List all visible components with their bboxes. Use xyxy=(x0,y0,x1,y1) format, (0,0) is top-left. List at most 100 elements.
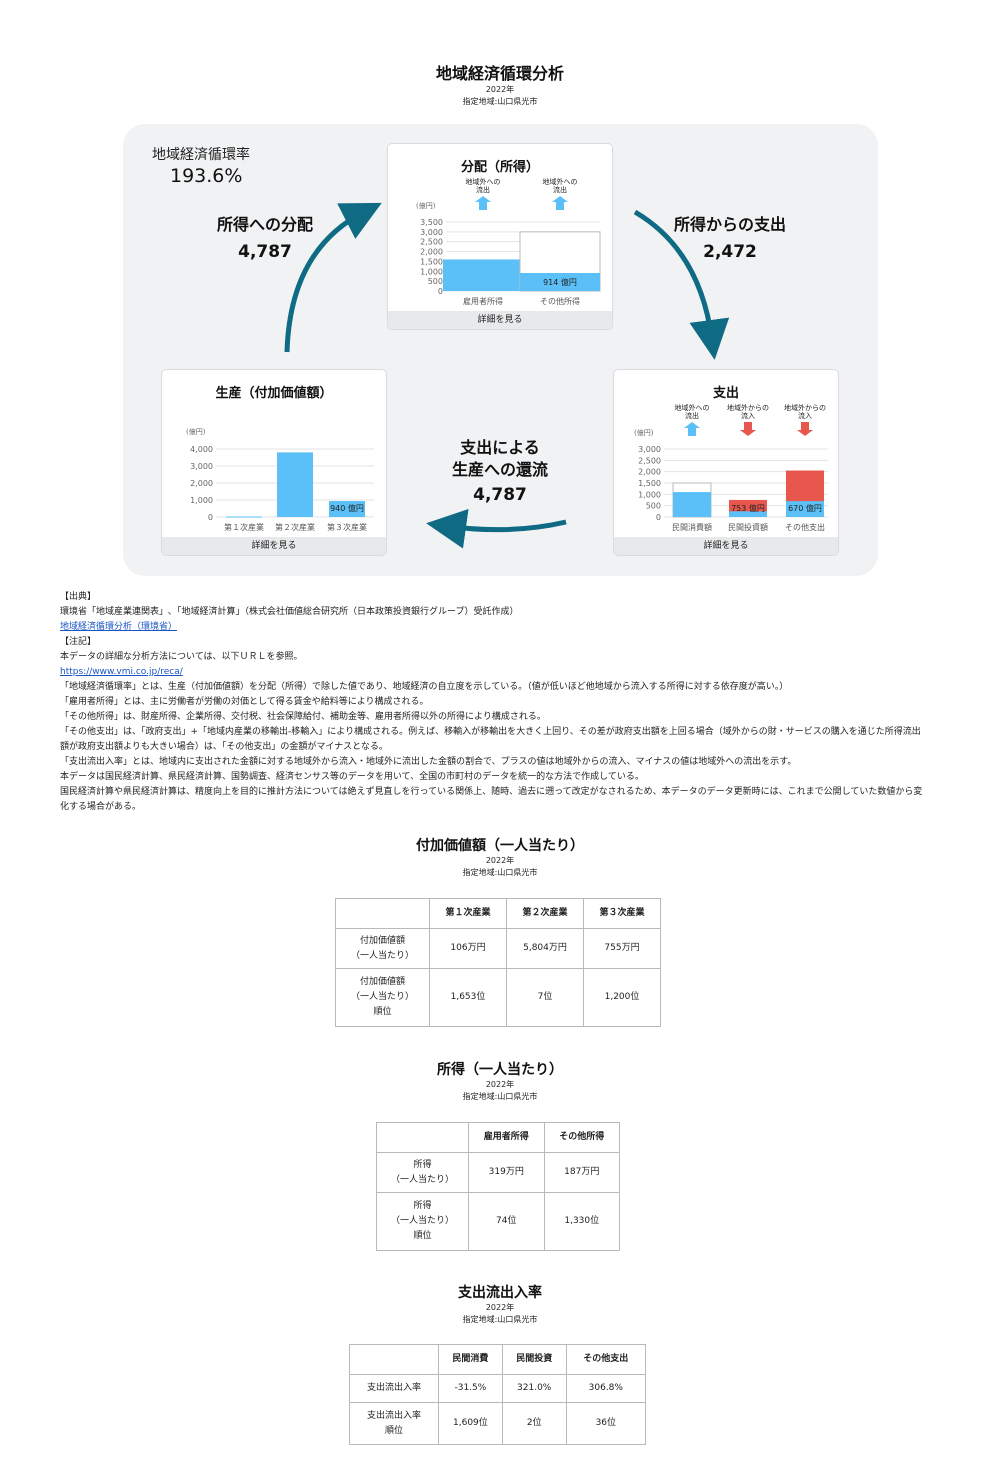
table2-row-label: 所得（一人当たり） xyxy=(376,1152,469,1193)
x-tick-label: 民間消費額 xyxy=(672,522,712,532)
arrow-to-spending xyxy=(633,209,730,360)
note-line: 国民経済計算や県民経済計算は、精度向上を目的に推計方法については絶えず見直しを行… xyxy=(60,787,923,797)
table2: 雇用者所得 その他所得 所得（一人当たり） 319万円 187万円 所得（一人当… xyxy=(376,1122,620,1251)
y-tick-label: 4,000 xyxy=(190,445,213,454)
arrow-to-distribution xyxy=(284,202,382,353)
flow-spending: 所得からの支出 2,472 xyxy=(650,214,810,264)
bar xyxy=(329,501,365,517)
circulation-rate-value: 193.6% xyxy=(170,165,243,187)
y-tick-label: 2,000 xyxy=(190,479,213,488)
flow-indicator-text: 地域外への xyxy=(675,403,710,412)
y-tick-label: 2,500 xyxy=(638,456,661,465)
table1-cell: 1,200位 xyxy=(583,968,661,1027)
source-text: 環境省「地域産業連関表」､「地域経済計算」（株式会社価値総合研究所（日本政策投資… xyxy=(60,607,519,617)
table1-row-label: 付加価値額（一人当たり）順位 xyxy=(335,968,430,1027)
flow-indicator-text: 流出 xyxy=(553,185,567,194)
method-url-link[interactable]: https://www.vmi.co.jp/reca/ xyxy=(60,667,183,677)
flow-indicator-text: 地域外からの xyxy=(784,403,826,412)
note-line: 「地域経済循環率」とは、生産（付加価値額）を分配（所得）で除した値であり、地域経… xyxy=(60,682,789,692)
page-region: 指定地域:山口県光市 xyxy=(462,97,538,106)
flow-spending-value: 2,472 xyxy=(703,242,757,262)
page-year: 2022年 xyxy=(485,85,515,94)
table2-col-header: 雇用者所得 xyxy=(468,1122,545,1153)
x-tick-label: その他所得 xyxy=(540,296,580,306)
table2-cell: 1,330位 xyxy=(543,1192,620,1251)
axis-unit-label: (億円) xyxy=(634,428,654,437)
table-row: 所得（一人当たり） 319万円 187万円 xyxy=(376,1152,620,1193)
flow-return-line1: 支出による xyxy=(460,438,540,457)
circulation-rate-label: 地域経済循環率 xyxy=(152,147,250,163)
flow-distribution: 所得への分配 4,787 xyxy=(190,214,340,264)
table2-row-label: 所得（一人当たり）順位 xyxy=(376,1192,469,1251)
y-tick-label: 1,500 xyxy=(420,257,443,266)
outflow-arrow-icon xyxy=(552,196,568,210)
source-link[interactable]: 地域経済循環分析（環境省） xyxy=(60,622,178,632)
data-label: 940 億円 xyxy=(330,503,364,513)
card-distribution-title: 分配（所得） xyxy=(460,160,539,175)
flow-indicator-text: 地域外からの xyxy=(727,403,769,412)
table1-row-label: 付加価値額（一人当たり） xyxy=(335,928,430,969)
flow-indicator-text: 流入 xyxy=(798,411,812,420)
method-text: 本データの詳細な分析方法については、以下ＵＲＬを参照。 xyxy=(60,652,303,662)
table1-cell: 1,653位 xyxy=(429,968,507,1027)
table-row: 所得（一人当たり）順位 74位 1,330位 xyxy=(376,1192,620,1251)
table3-col-header: 民間消費 xyxy=(438,1344,503,1375)
x-tick-label: 第３次産業 xyxy=(327,522,367,532)
inflow-arrow-icon xyxy=(740,422,756,436)
outflow-arrow-icon xyxy=(684,422,700,436)
bar xyxy=(443,259,523,291)
axis-unit-label: (億円) xyxy=(186,427,206,436)
y-tick-label: 1,000 xyxy=(190,496,213,505)
y-tick-label: 3,000 xyxy=(190,462,213,471)
card-production-title: 生産（付加価値額） xyxy=(215,386,333,401)
table1-cell: 7位 xyxy=(506,968,584,1027)
bar xyxy=(673,492,711,517)
table3-row-label: 支出流出入率 xyxy=(349,1374,439,1403)
table2-title: 所得（一人当たり） xyxy=(437,1062,563,1078)
table-row: 付加価値額（一人当たり）順位 1,653位 7位 1,200位 xyxy=(335,968,661,1027)
table2-cell: 319万円 xyxy=(468,1152,545,1193)
note-line: 「雇用者所得」とは、主に労働者が労働の対価として得る賃金や給料等により構成される… xyxy=(60,697,429,707)
flow-return: 支出による 生産への還流 4,787 xyxy=(420,437,580,507)
bar xyxy=(520,272,600,291)
table2-year: 2022年 xyxy=(485,1080,515,1089)
y-tick-label: 0 xyxy=(656,513,661,522)
page-title: 地域経済循環分析 xyxy=(435,64,564,83)
notes-section: 【出典】 環境省「地域産業連関表」､「地域経済計算」（株式会社価値総合研究所（日… xyxy=(60,590,950,815)
notes-heading: 【注記】 xyxy=(60,637,97,647)
flow-distribution-value: 4,787 xyxy=(238,242,292,262)
y-tick-label: 2,000 xyxy=(638,468,661,477)
axis-unit-label: (億円) xyxy=(416,201,436,210)
table3-header: 支出流出入率 2022年 指定地域:山口県光市 xyxy=(0,1282,1000,1326)
spending-detail-button[interactable]: 詳細を見る xyxy=(614,537,838,555)
table3-region: 指定地域:山口県光市 xyxy=(462,1315,538,1324)
table3-cell: 321.0% xyxy=(501,1374,567,1403)
table3-cell: 2位 xyxy=(501,1402,567,1445)
flow-return-value: 4,787 xyxy=(473,485,527,505)
table1-year: 2022年 xyxy=(485,856,515,865)
table3-col-header: その他支出 xyxy=(565,1344,647,1375)
table2-region: 指定地域:山口県光市 xyxy=(462,1092,538,1101)
distribution-detail-button[interactable]: 詳細を見る xyxy=(388,311,612,329)
spending-chart: (億円)3,0002,5002,0001,5001,0005000民間消費額75… xyxy=(634,403,828,532)
table3-cell: -31.5% xyxy=(438,1374,503,1403)
production-detail-button[interactable]: 詳細を見る xyxy=(162,537,386,555)
table1-header: 付加価値額（一人当たり） 2022年 指定地域:山口県光市 xyxy=(0,835,1000,879)
bar xyxy=(786,501,824,517)
y-tick-label: 1,500 xyxy=(638,479,661,488)
table2-cell: 74位 xyxy=(468,1192,545,1251)
table3: 民間消費 民間投資 その他支出 支出流出入率 -31.5% 321.0% 306… xyxy=(349,1344,647,1445)
table1-cell: 106万円 xyxy=(429,928,507,969)
table3-cell: 1,609位 xyxy=(438,1402,503,1445)
x-tick-label: 第１次産業 xyxy=(224,522,264,532)
note-line: 化する場合がある。 xyxy=(60,802,142,812)
y-tick-label: 500 xyxy=(646,502,661,511)
inflow-arrow-icon xyxy=(797,422,813,436)
table2-header: 所得（一人当たり） 2022年 指定地域:山口県光市 xyxy=(0,1059,1000,1103)
y-tick-label: 1,000 xyxy=(638,490,661,499)
x-tick-label: 民間投資額 xyxy=(728,522,768,532)
table1-corner xyxy=(335,898,430,929)
data-label: 914 億円 xyxy=(543,277,577,287)
